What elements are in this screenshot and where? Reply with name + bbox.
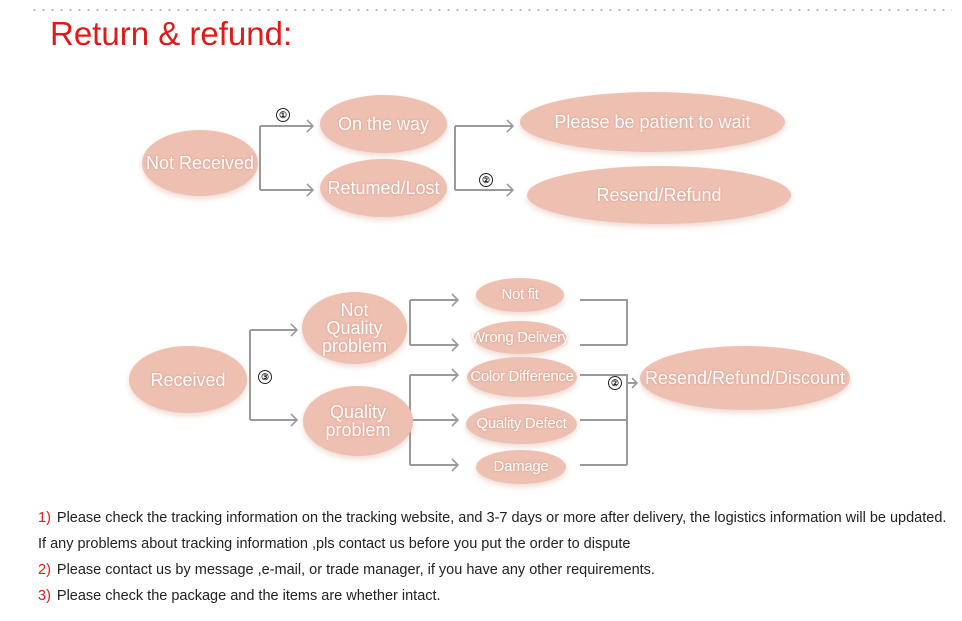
flow-connectors [249,119,639,472]
connector-not-quality [409,299,458,346]
note-item: 1)Please check the tracking information … [38,510,947,552]
node-quality-defect: Quality Defect [466,404,577,444]
arrowhead [451,293,460,307]
node-color-difference: Color Difference [467,357,577,397]
node-damage: Damage [476,450,566,484]
arrowhead [290,413,299,427]
arrowhead [306,119,315,133]
badge-step-2: ② [479,173,493,187]
node-quality-problem: Quality problem [303,386,413,456]
arrowhead [290,323,299,337]
arrowhead [506,183,515,197]
note-item: 3)Please check the package and the items… [38,588,441,604]
node-not-quality-problem: Not Quality problem [302,292,407,364]
node-wrong-delivery: Wrong Delivery [471,321,569,354]
connector-returned-lost [454,125,513,191]
node-please-wait: Please be patient to wait [520,92,785,152]
node-not-fit: Not fit [476,278,564,312]
page-title: Return & refund: [50,15,293,52]
node-resend-refund: Resend/Refund [527,166,791,224]
connector-quality [409,374,458,466]
node-on-the-way: On the way [320,95,447,153]
arrowhead [631,377,639,389]
node-returned-lost: Retumed/Lost [320,159,447,217]
connector-merge-top [580,299,628,346]
badge-step-3: ③ [258,370,272,384]
arrowhead [451,413,460,427]
dotted-divider [30,8,952,12]
note-item: 2)Please contact us by message ,e-mail, … [38,562,655,578]
arrowhead [451,458,460,472]
arrowhead [506,119,515,133]
badge-step-1: ① [276,108,290,122]
connector-received [249,329,297,421]
node-not-received: Not Received [142,130,258,196]
node-resend-refund-discount: Resend/Refund/Discount [640,346,850,410]
connector-not-received [259,125,313,191]
badge-step-2b: ② [608,376,622,390]
arrowhead [451,338,460,352]
arrowhead [306,183,315,197]
arrowhead [451,368,460,382]
node-received: Received [129,346,247,413]
connector-merge-bottom [580,374,628,466]
notes-list: 1)Please check the tracking information … [38,505,948,609]
